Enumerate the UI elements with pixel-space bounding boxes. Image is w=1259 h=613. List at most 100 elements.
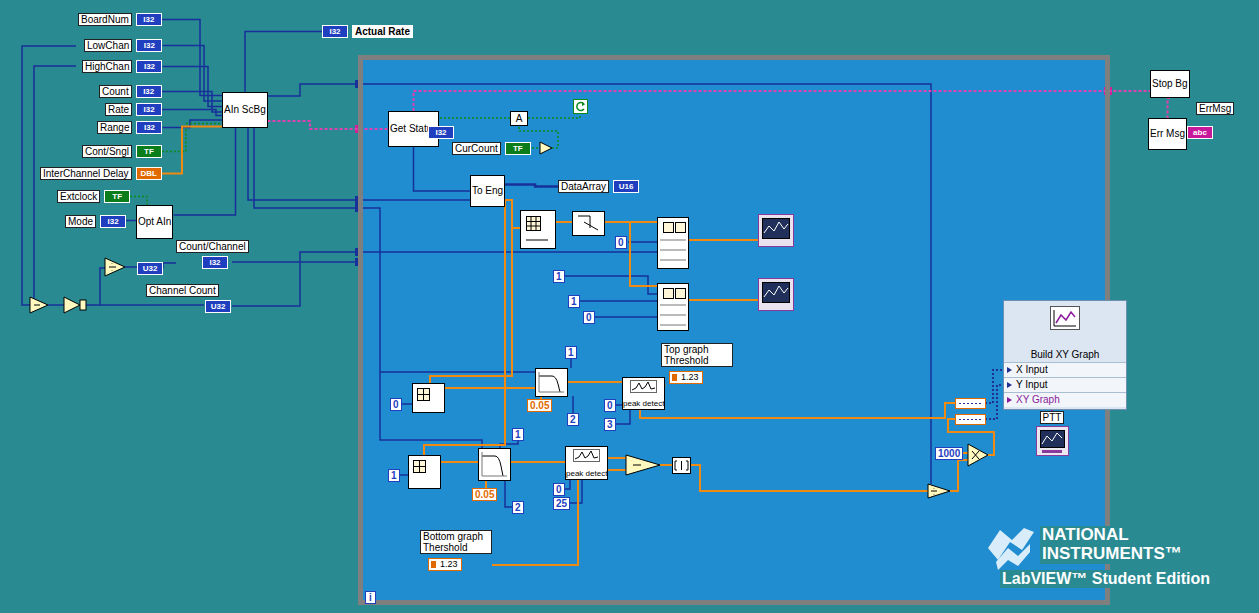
numeric-constant: 3 xyxy=(604,418,616,431)
filter-icon xyxy=(482,452,507,476)
arithmetic-node xyxy=(540,142,552,154)
express-output: XY Graph xyxy=(1004,392,1126,407)
control-terminal: ModeI32 xyxy=(65,215,126,228)
type-terminal: U32 xyxy=(137,262,163,275)
numeric-constant: 2 xyxy=(567,413,579,426)
array-function-icon xyxy=(660,240,686,260)
numeric-constant: 0 xyxy=(553,483,565,496)
arithmetic-node xyxy=(626,455,660,475)
indicator-terminal: Count/ChannelI32 xyxy=(176,240,249,269)
type-terminal: I32 xyxy=(136,60,162,73)
watermark-box: LabVIEW™ Student Edition xyxy=(1000,570,1212,588)
indicator-terminal: ErrMsgabc xyxy=(1187,102,1234,139)
ni-logo xyxy=(988,528,1034,570)
integer-wire xyxy=(628,241,657,243)
wire xyxy=(162,110,222,116)
waveform-graph-icon xyxy=(759,215,794,311)
control-terminal: BoardNum I32 xyxy=(78,13,162,26)
float-wire xyxy=(424,200,505,455)
terminal-label: ErrMsg xyxy=(1196,102,1234,115)
constant-value: 3 xyxy=(607,419,613,430)
constant-value: 0 xyxy=(607,400,613,411)
conversion-node xyxy=(956,415,986,425)
wire xyxy=(492,480,578,565)
icon-caption: Opt AIn xyxy=(138,217,171,227)
arithmetic-node xyxy=(928,484,950,498)
boolean-wire xyxy=(528,113,580,118)
conversion-node xyxy=(959,403,982,404)
integer-wire xyxy=(100,304,204,306)
constant-value: 0 xyxy=(586,312,592,323)
watermark-box: INSTRUMENTS™ xyxy=(1040,545,1184,564)
float-wire xyxy=(950,460,968,491)
stop-terminal xyxy=(574,100,588,114)
type-terminal: I32 xyxy=(136,103,162,116)
type-terminal: U32 xyxy=(205,300,231,313)
control-terminal: CountI32 xyxy=(99,85,162,98)
peak-icon xyxy=(574,450,600,462)
peak-icon xyxy=(573,449,600,462)
arithmetic-node xyxy=(30,142,988,498)
constant-value: 1000 xyxy=(938,448,960,459)
cluster-wire xyxy=(985,370,1003,419)
wire xyxy=(505,185,558,187)
wire xyxy=(174,128,236,215)
numeric-control: Bottom graph Thershold 1.23 xyxy=(420,530,492,571)
terminal-label: BoardNum xyxy=(78,13,132,26)
array-function-icon xyxy=(573,212,605,236)
icon-caption: A xyxy=(516,114,523,124)
ni-logo xyxy=(996,544,1030,570)
control-terminal: CurCountTF xyxy=(452,142,531,155)
control-label: Bottom graph Thershold xyxy=(420,530,492,554)
boolean-wire xyxy=(532,147,540,149)
express-vi: Build XY GraphX InputY InputXY Graph xyxy=(1003,300,1127,410)
numeric-constant: 0 xyxy=(390,398,402,411)
waveform-graph-icon xyxy=(763,219,790,239)
loop-interior xyxy=(363,60,1105,600)
type-terminal: I32 xyxy=(322,25,348,38)
type-terminal: TF xyxy=(136,145,162,158)
terminal-label: CurCount xyxy=(452,142,501,155)
cluster-wire xyxy=(985,370,1003,403)
constant-value: 0.05 xyxy=(530,400,549,411)
control-terminal: I32Actual Rate xyxy=(322,25,413,38)
filter-icon xyxy=(536,369,568,397)
integer-wire xyxy=(363,199,470,201)
icon-caption: Err Msg xyxy=(1150,129,1185,139)
watermark-box: NATIONAL xyxy=(1040,526,1131,545)
integer-wire xyxy=(84,268,105,305)
constant-value: 1 xyxy=(568,347,574,358)
filter-icon xyxy=(539,376,560,392)
waveform-graph-icon xyxy=(759,215,794,247)
conversion-node xyxy=(959,419,982,420)
icon-caption: Stop Bg xyxy=(1152,79,1188,89)
type-terminal: I32 xyxy=(136,13,162,26)
terminal-label: PTT xyxy=(1040,411,1065,424)
integer-wire xyxy=(232,252,356,306)
constant-value: 0 xyxy=(618,237,624,248)
array-function-icon xyxy=(673,458,691,474)
waveform-graph-icon xyxy=(764,286,788,297)
float-wire xyxy=(424,200,994,491)
float-wire xyxy=(555,221,572,223)
integer-wire xyxy=(48,304,64,306)
terminal-label: Channel Count xyxy=(146,284,219,297)
float-wire xyxy=(688,239,758,241)
peak-detect-vi: peak detect xyxy=(565,446,608,480)
integer-wire xyxy=(505,480,512,507)
stop-terminal xyxy=(577,103,584,111)
numeric-value: 1.23 xyxy=(428,558,462,571)
xy-graph-icon xyxy=(1036,426,1069,456)
integer-wire xyxy=(248,128,356,200)
terminal-label: Rate xyxy=(105,103,132,116)
constant-value: 1 xyxy=(571,296,577,307)
arithmetic-node xyxy=(64,297,80,313)
constant-value: 0 xyxy=(556,484,562,495)
function-glyph xyxy=(34,305,40,306)
wire xyxy=(162,20,222,96)
subvi-icon: To Eng xyxy=(470,175,505,207)
numeric-constant: 1000 xyxy=(935,447,963,460)
function-glyph xyxy=(633,465,641,466)
array-function-icon xyxy=(676,223,686,233)
numeric-constant: 0 xyxy=(583,311,595,324)
